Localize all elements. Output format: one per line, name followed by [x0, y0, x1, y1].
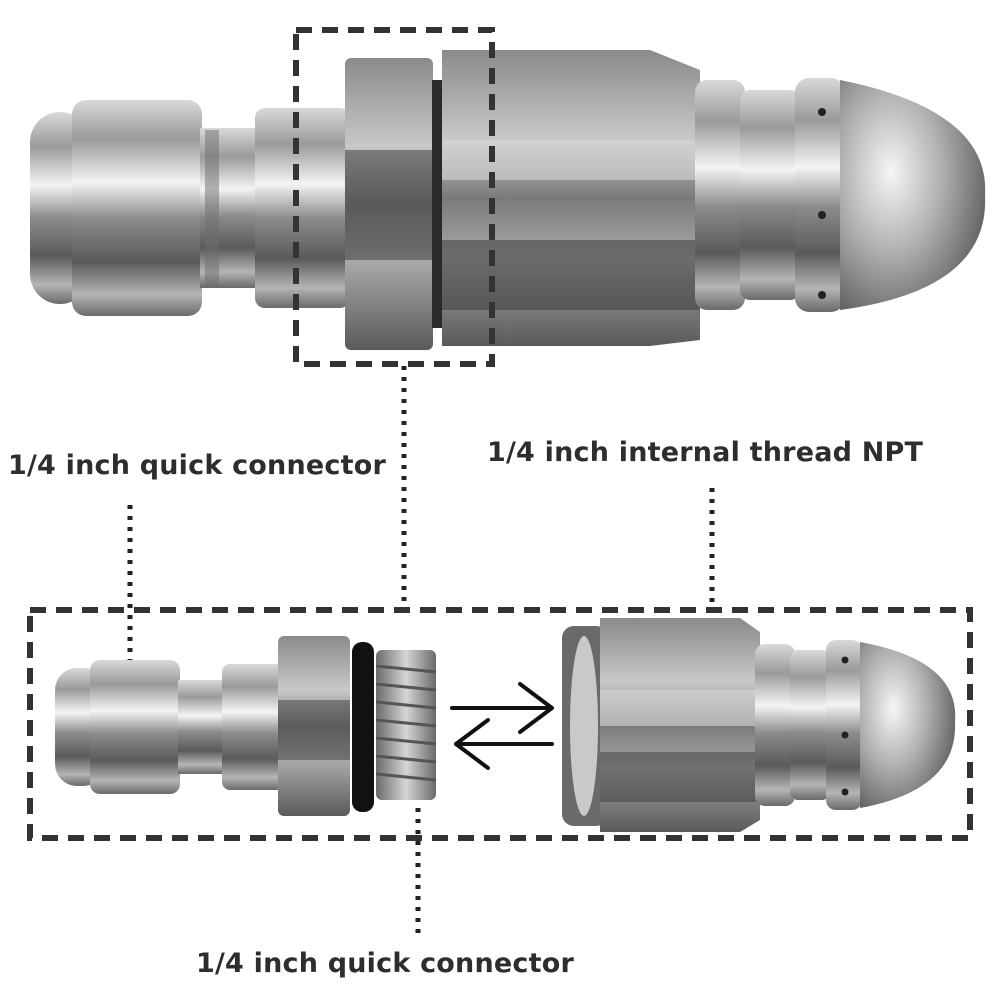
joint-highlight-box [293, 27, 495, 367]
internal-thread-label: 1/4 inch internal thread NPT [487, 437, 924, 468]
quick-connector-part [55, 636, 437, 816]
left-connector-label: 1/4 inch quick connector [8, 450, 386, 481]
assembled-nozzle-image [30, 50, 986, 350]
nozzle-head-part [562, 618, 956, 832]
connect-arrows [450, 682, 554, 770]
disassembled-parts-box [27, 607, 973, 841]
bottom-connector-label: 1/4 inch quick connector [196, 948, 574, 979]
